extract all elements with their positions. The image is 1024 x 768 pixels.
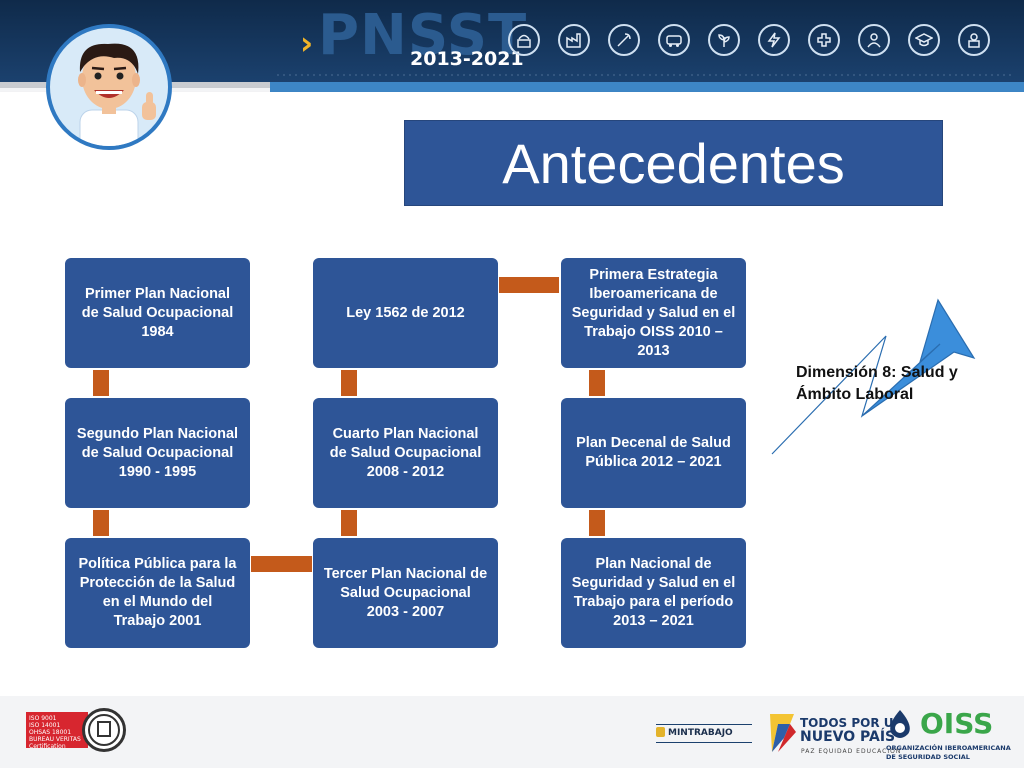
oiss-subtitle-1: ORGANIZACIÓN IBEROAMERICANA xyxy=(886,744,1011,752)
connector-3-4 xyxy=(251,556,312,572)
connector-2-3 xyxy=(93,510,109,536)
sector-icon-row xyxy=(508,24,990,56)
ministry-divider-bottom xyxy=(656,742,752,743)
service-worker-icon xyxy=(858,24,890,56)
timeline-node: Ley 1562 de 2012 xyxy=(313,258,498,368)
ministry-divider-top xyxy=(656,724,752,725)
bv-line: Certification xyxy=(29,743,66,750)
bureau-veritas-badge: ISO 9001 ISO 14001 OHSAS 18001 BUREAU VE… xyxy=(26,712,88,750)
bv-line: ISO 9001 xyxy=(29,715,57,722)
timeline-node: Primer Plan Nacional de Salud Ocupaciona… xyxy=(65,258,250,368)
agriculture-icon xyxy=(708,24,740,56)
bv-line: ISO 14001 xyxy=(29,722,61,729)
public-worker-icon xyxy=(958,24,990,56)
brand-years: 2013-2021 xyxy=(410,48,524,70)
coat-of-arms-icon xyxy=(656,727,665,737)
connector-5-6 xyxy=(341,370,357,396)
slide-title: Antecedentes xyxy=(404,120,943,206)
energy-icon xyxy=(758,24,790,56)
header-accent-stripe xyxy=(270,82,1024,92)
oiss-logo-text: OISS xyxy=(920,707,994,740)
ministry-label: MINTRABAJO xyxy=(668,728,733,738)
mining-icon xyxy=(608,24,640,56)
footer xyxy=(0,696,1024,768)
header-dotted-line xyxy=(275,74,1015,76)
education-worker-icon xyxy=(908,24,940,56)
connector-6-7 xyxy=(499,277,559,293)
todos-por-un-nuevo-pais-logo xyxy=(770,714,796,752)
timeline-node: Plan Decenal de Salud Pública 2012 – 202… xyxy=(561,398,746,508)
todos-line-3: PAZ EQUIDAD EDUCACIÓN xyxy=(801,748,902,755)
mascot-avatar xyxy=(46,24,172,150)
timeline-node: Cuarto Plan Nacional de Salud Ocupaciona… xyxy=(313,398,498,508)
bv-line: BUREAU VERITAS xyxy=(29,736,81,743)
transport-icon xyxy=(658,24,690,56)
industry-icon xyxy=(558,24,590,56)
oiss-drop-icon xyxy=(890,710,910,738)
health-worker-icon xyxy=(808,24,840,56)
todos-line-1: TODOS POR UN xyxy=(800,716,904,730)
brand-chevron-icon: › xyxy=(300,24,314,62)
timeline-node: Política Pública para la Protección de l… xyxy=(65,538,250,648)
timeline-node: Tercer Plan Nacional de Salud Ocupaciona… xyxy=(313,538,498,648)
timeline-node: Plan Nacional de Seguridad y Salud en el… xyxy=(561,538,746,648)
connector-4-5 xyxy=(341,510,357,536)
timeline-node: Primera Estrategia Iberoamericana de Seg… xyxy=(561,258,746,368)
connector-7-8 xyxy=(589,370,605,396)
lightning-bolt-shape xyxy=(771,298,976,455)
bureau-veritas-seal-logo xyxy=(82,708,126,752)
connector-8-9 xyxy=(589,510,605,536)
todos-line-2: NUEVO PAÍS xyxy=(800,729,896,745)
bv-line: OHSAS 18001 xyxy=(29,729,72,736)
oiss-subtitle-2: DE SEGURIDAD SOCIAL xyxy=(886,753,970,761)
callout-dimension-8: Dimensión 8: Salud y Ámbito Laboral xyxy=(796,364,958,403)
construction-worker-icon xyxy=(508,24,540,56)
brand-title: PNSST xyxy=(318,3,528,68)
connector-1-2 xyxy=(93,370,109,396)
timeline-node: Segundo Plan Nacional de Salud Ocupacion… xyxy=(65,398,250,508)
